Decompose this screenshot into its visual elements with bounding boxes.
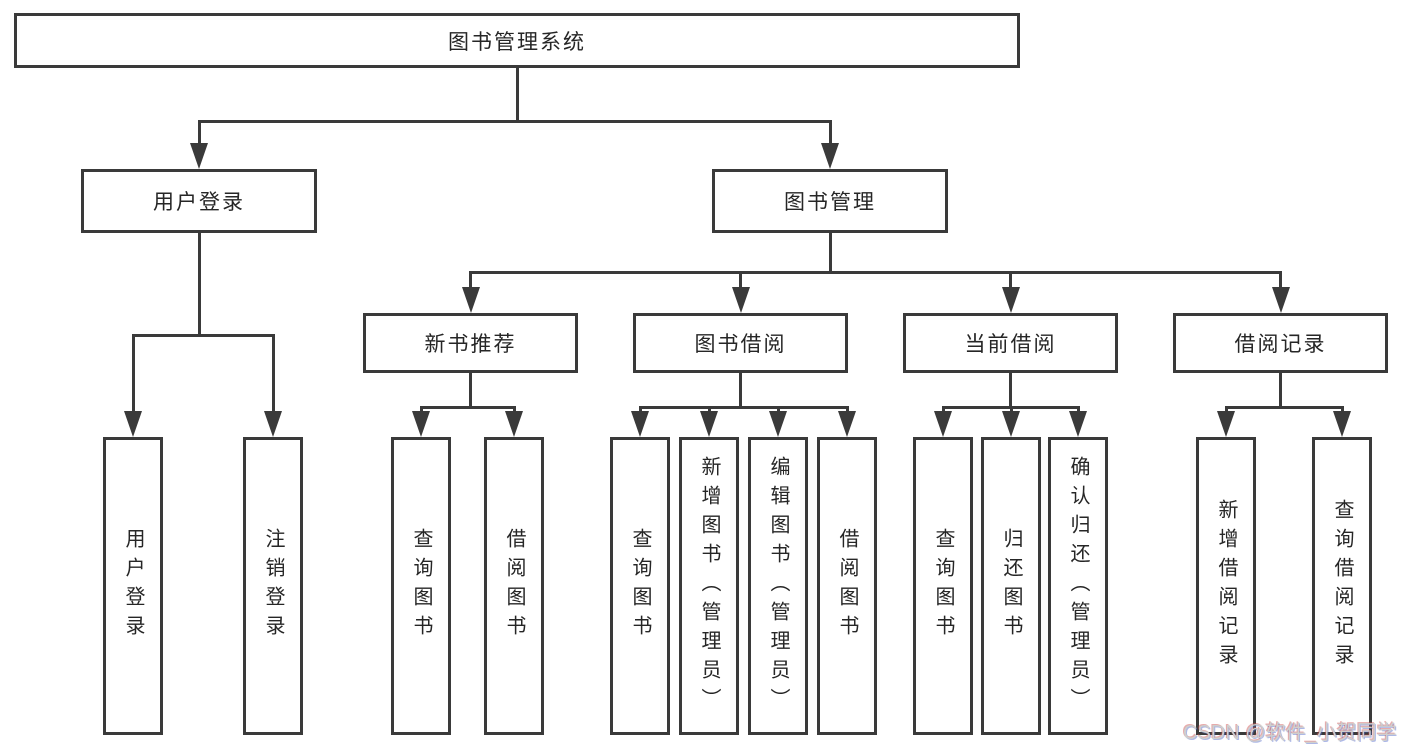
arrow-down-icon: [1069, 411, 1087, 437]
connector-line: [739, 271, 742, 289]
arrow-down-icon: [934, 411, 952, 437]
connector-line: [828, 233, 832, 273]
arrow-down-icon: [631, 411, 649, 437]
leaf-borrow-edit-book-admin: 编辑图书（管理员）: [748, 437, 808, 735]
csdn-watermark: CSDN @软件_小贺同学: [1183, 722, 1397, 744]
arrow-down-icon: [1333, 411, 1351, 437]
leaf-user-login: 用户登录: [103, 437, 163, 735]
connector-line: [1009, 271, 1012, 289]
connector-line: [469, 373, 472, 409]
connector-line: [739, 373, 742, 409]
connector-line: [515, 68, 519, 123]
leaf-logout-login: 注销登录: [243, 437, 303, 735]
arrow-down-icon: [838, 411, 856, 437]
connector-line: [197, 233, 201, 337]
connector-line: [469, 271, 472, 289]
connector-line: [1076, 406, 1080, 415]
connector-line: [1224, 406, 1228, 415]
node-book-borrow: 图书借阅: [633, 313, 848, 373]
leaf-borrow-query-book: 查询图书: [610, 437, 670, 735]
connector-line: [638, 406, 642, 415]
connector-line: [131, 334, 275, 337]
connector-line: [419, 406, 423, 415]
arrow-down-icon: [124, 411, 142, 437]
arrow-down-icon: [461, 287, 480, 313]
connector-line: [1279, 373, 1282, 409]
connector-line: [469, 271, 1282, 274]
connector-line: [1009, 373, 1012, 409]
arrow-down-icon: [190, 143, 208, 169]
connector-line: [776, 406, 780, 415]
connector-line: [419, 406, 516, 409]
node-borrow-records: 借阅记录: [1173, 313, 1388, 373]
connector-line: [197, 120, 832, 123]
leaf-current-return-book: 归还图书: [981, 437, 1041, 735]
arrow-down-icon: [769, 411, 787, 437]
leaf-records-query-borrow-record: 查询借阅记录: [1312, 437, 1372, 735]
arrow-down-icon: [412, 411, 430, 437]
connector-line: [1009, 406, 1013, 415]
leaf-current-confirm-return-admin: 确认归还（管理员）: [1048, 437, 1108, 735]
leaf-borrow-borrow-book: 借阅图书: [817, 437, 877, 735]
arrow-down-icon: [1001, 287, 1020, 313]
connector-line: [512, 406, 516, 415]
leaf-borrow-add-book-admin: 新增图书（管理员）: [679, 437, 739, 735]
connector-line: [131, 334, 135, 413]
connector-line: [1224, 406, 1344, 409]
node-user-login: 用户登录: [81, 169, 317, 233]
leaf-current-query-book: 查询图书: [913, 437, 973, 735]
leaf-recommend-query-book: 查询图书: [391, 437, 451, 735]
node-root-library-system: 图书管理系统: [14, 13, 1020, 68]
arrow-down-icon: [1002, 411, 1020, 437]
connector-line: [845, 406, 849, 415]
connector-line: [197, 120, 201, 145]
connector-line: [1279, 271, 1282, 289]
node-new-book-recommend: 新书推荐: [363, 313, 578, 373]
connector-line: [271, 334, 275, 413]
arrow-down-icon: [505, 411, 523, 437]
arrow-down-icon: [264, 411, 282, 437]
node-current-borrow: 当前借阅: [903, 313, 1118, 373]
arrow-down-icon: [700, 411, 718, 437]
connector-line: [707, 406, 711, 415]
arrow-down-icon: [1271, 287, 1290, 313]
connector-line: [1340, 406, 1344, 415]
arrow-down-icon: [1217, 411, 1235, 437]
connector-line: [828, 120, 832, 145]
arrow-down-icon: [731, 287, 750, 313]
connector-line: [638, 406, 849, 409]
leaf-records-add-borrow-record: 新增借阅记录: [1196, 437, 1256, 735]
leaf-recommend-borrow-book: 借阅图书: [484, 437, 544, 735]
arrow-down-icon: [821, 143, 839, 169]
node-book-management: 图书管理: [712, 169, 948, 233]
connector-line: [941, 406, 945, 415]
